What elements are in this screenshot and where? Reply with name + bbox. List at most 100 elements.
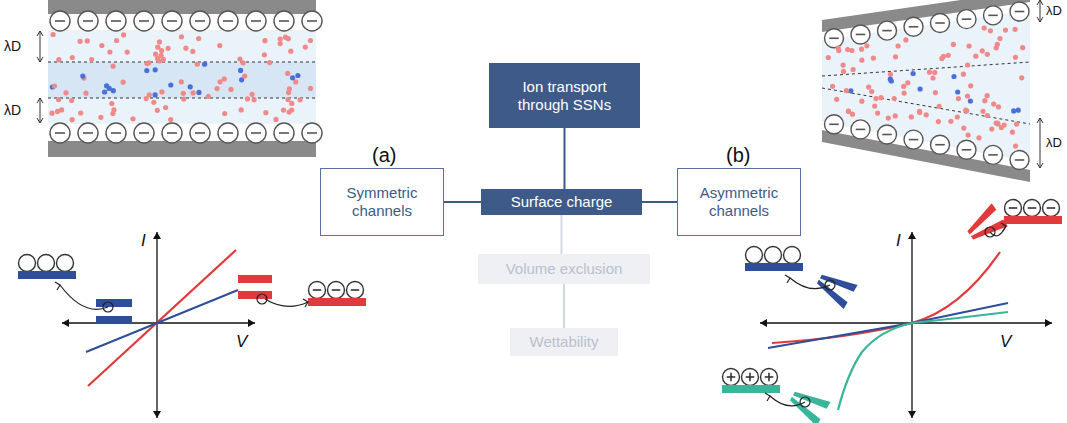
dimension-line bbox=[40, 31, 41, 62]
cation bbox=[262, 38, 267, 43]
cation bbox=[878, 95, 883, 100]
cation bbox=[896, 43, 901, 48]
axis-arrow bbox=[760, 319, 767, 327]
surface-charge bbox=[957, 10, 976, 29]
anion bbox=[102, 89, 107, 94]
channel-bar bbox=[96, 299, 132, 307]
charge-sign bbox=[55, 20, 65, 22]
charge-sign bbox=[988, 15, 998, 17]
channel-bar bbox=[793, 384, 831, 413]
cation bbox=[285, 71, 290, 76]
surface-charge bbox=[904, 17, 923, 36]
connector bbox=[444, 201, 481, 203]
iv-curve bbox=[768, 303, 1008, 348]
cation bbox=[871, 56, 876, 61]
cation bbox=[308, 38, 313, 43]
cation bbox=[939, 56, 944, 61]
cation bbox=[144, 61, 149, 66]
y-axis bbox=[911, 232, 912, 418]
charge-sign bbox=[279, 132, 289, 134]
axis-arrow bbox=[908, 232, 916, 239]
cation bbox=[298, 97, 303, 102]
iv-curve bbox=[912, 312, 1008, 323]
cation bbox=[834, 97, 839, 102]
channel-bar bbox=[785, 397, 823, 423]
cation bbox=[56, 97, 61, 102]
bulk-region bbox=[48, 62, 316, 98]
dimension-arrow bbox=[37, 98, 43, 103]
cation bbox=[995, 121, 1000, 126]
surface-charge bbox=[162, 11, 182, 31]
charge-sign bbox=[909, 26, 919, 28]
iv-curve bbox=[772, 252, 1000, 343]
conical-channel bbox=[962, 203, 1008, 247]
cation bbox=[902, 91, 907, 96]
cation bbox=[110, 111, 115, 116]
surface-charge bbox=[984, 145, 1003, 164]
cation bbox=[924, 112, 929, 117]
surface-charge bbox=[218, 123, 238, 143]
cation bbox=[179, 79, 184, 84]
cation bbox=[965, 62, 970, 67]
charge-sign bbox=[1015, 159, 1025, 161]
cation bbox=[89, 57, 94, 62]
surface-charge bbox=[761, 369, 778, 386]
surface-charge bbox=[1010, 150, 1029, 169]
charge-sign bbox=[83, 132, 93, 134]
leader-line bbox=[60, 285, 108, 309]
cation bbox=[946, 53, 951, 58]
connector bbox=[561, 215, 563, 254]
charge-sign bbox=[909, 139, 919, 141]
surface-charge bbox=[904, 130, 923, 149]
iv-curve bbox=[838, 323, 912, 410]
conical-channel bbox=[785, 384, 830, 423]
cation bbox=[1010, 130, 1015, 135]
charge-sign bbox=[251, 20, 261, 22]
cation bbox=[930, 75, 935, 80]
cation bbox=[263, 110, 268, 115]
channel-type-box: Asymmetric channels bbox=[677, 168, 801, 236]
surface-charge bbox=[1043, 200, 1060, 217]
cation bbox=[215, 86, 220, 91]
cation bbox=[985, 93, 990, 98]
surface-charge bbox=[218, 11, 238, 31]
cation bbox=[1002, 123, 1007, 128]
cation bbox=[886, 116, 891, 121]
cation bbox=[70, 55, 75, 60]
charge-sign bbox=[83, 20, 93, 22]
debye-boundary bbox=[822, 88, 1030, 124]
cation bbox=[283, 35, 288, 40]
cation bbox=[278, 36, 283, 41]
cation bbox=[155, 108, 160, 113]
charge-sign bbox=[1047, 207, 1056, 209]
y-axis bbox=[156, 232, 157, 418]
cation bbox=[985, 52, 990, 57]
surface-charge bbox=[309, 282, 326, 299]
cation bbox=[965, 93, 970, 98]
cation bbox=[933, 90, 938, 95]
anion bbox=[202, 62, 207, 67]
anion bbox=[295, 73, 300, 78]
surface-charge bbox=[274, 11, 294, 31]
cation bbox=[250, 92, 255, 97]
node-text: Ion transport through SSNs bbox=[497, 78, 632, 114]
cation bbox=[966, 133, 971, 138]
charge-sign bbox=[307, 132, 317, 134]
cation bbox=[901, 84, 906, 89]
channel-bar bbox=[820, 267, 858, 296]
charge-sign bbox=[882, 30, 892, 32]
surface-strip bbox=[308, 298, 366, 306]
cation bbox=[288, 49, 293, 54]
surface-charge bbox=[984, 6, 1003, 25]
cation bbox=[281, 108, 286, 113]
cation bbox=[1013, 27, 1018, 32]
cation bbox=[237, 56, 242, 61]
surface-charge bbox=[106, 11, 126, 31]
dimension-label: λD bbox=[1046, 136, 1062, 149]
cation bbox=[56, 57, 61, 62]
dimension-arrow bbox=[1037, 163, 1043, 168]
cation bbox=[125, 50, 130, 55]
cation bbox=[967, 43, 972, 48]
cation bbox=[968, 83, 973, 88]
cation bbox=[917, 109, 922, 114]
